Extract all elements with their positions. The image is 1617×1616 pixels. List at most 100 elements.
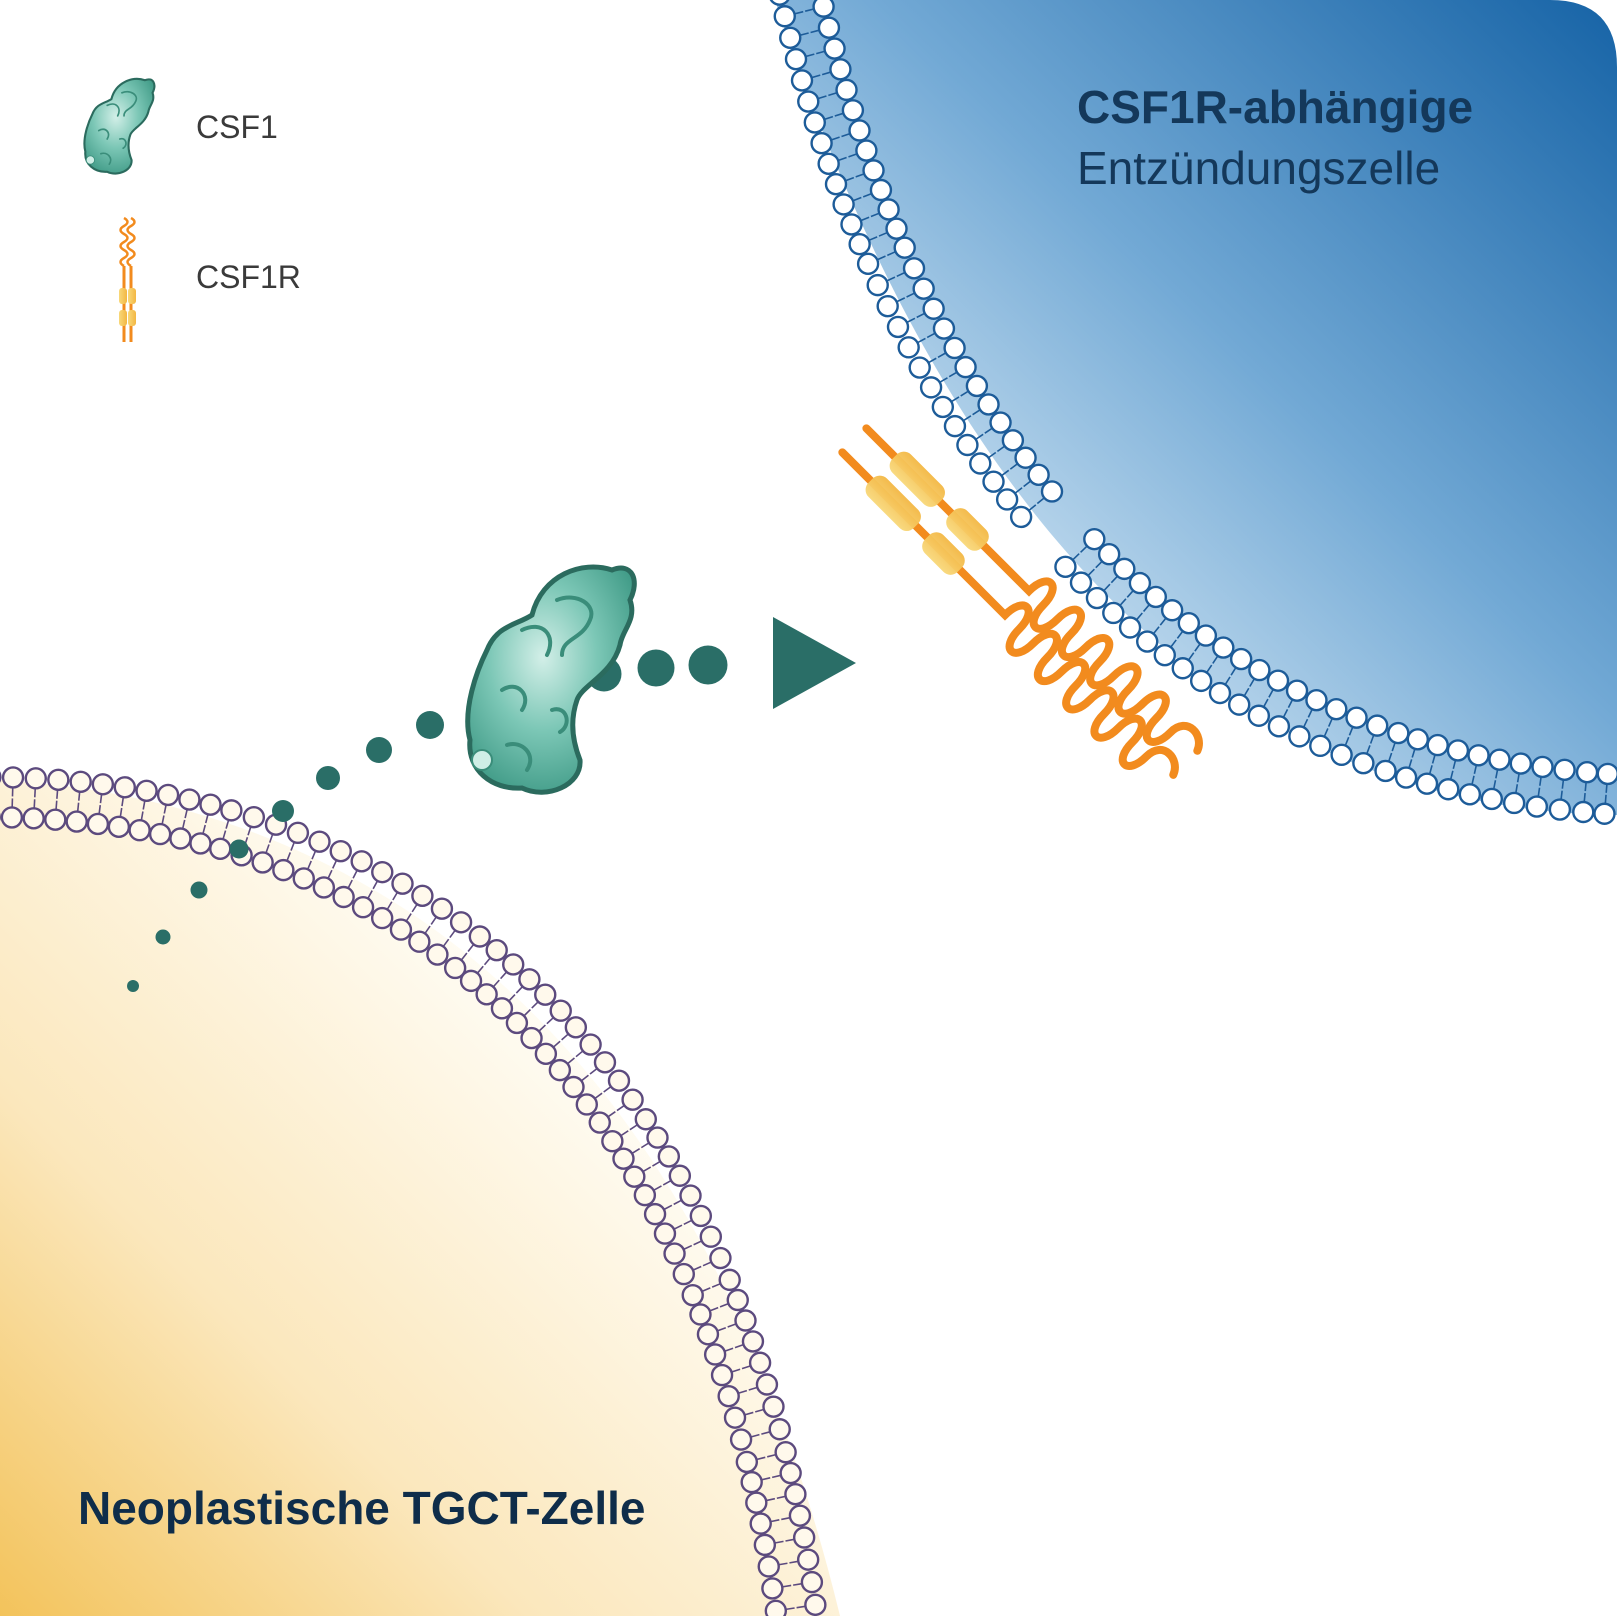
lipid-tail <box>975 433 984 441</box>
lipid-tail <box>225 819 230 829</box>
secretion-dot <box>155 929 171 945</box>
receptor-segment <box>889 451 945 507</box>
lipid-head <box>1548 798 1572 821</box>
lipid-tail <box>950 396 960 403</box>
lipid-tail <box>817 95 827 100</box>
lipid-tail <box>467 943 475 952</box>
lipid-tail <box>841 132 851 138</box>
lipid-tail <box>523 1008 531 1017</box>
lipid-tail <box>778 1562 788 1566</box>
lipid-head <box>1596 762 1617 786</box>
lipid-head <box>729 1428 753 1451</box>
csf1r-receptor-icon <box>119 216 136 342</box>
inflammatory-cell-body <box>775 0 1617 815</box>
lipid-head <box>459 969 483 993</box>
lipid-head <box>764 1599 788 1616</box>
lipid-head <box>835 78 858 102</box>
lipid-tail <box>750 1433 760 1438</box>
lipid-tail <box>860 216 870 222</box>
lipid-head <box>156 783 180 807</box>
lipid-head <box>549 999 572 1022</box>
lipid-head <box>1387 721 1410 745</box>
lipid-tail <box>642 1166 652 1173</box>
lipid-head <box>956 433 979 457</box>
lipid-tail <box>702 1261 712 1267</box>
lipid-tail <box>142 800 146 810</box>
lipid-tail <box>673 1199 683 1206</box>
legend-label-csf1r: CSF1R <box>196 259 301 295</box>
lipid-head <box>292 867 315 890</box>
lipid-tail <box>1159 617 1167 626</box>
lipid-head <box>1144 585 1168 609</box>
lipid-head <box>426 943 449 966</box>
inflammatory-cell <box>769 0 1617 825</box>
lipid-tail <box>140 811 144 821</box>
tumor-cell <box>0 766 840 1616</box>
lipid-tail <box>719 1302 729 1308</box>
lipid-tail <box>347 879 353 889</box>
lipid-head <box>449 911 473 934</box>
lipid-head <box>800 1570 824 1594</box>
lipid-tail <box>937 352 947 358</box>
lipid-head <box>135 779 158 803</box>
lipid-head <box>1040 480 1064 503</box>
lipid-tail <box>776 1495 786 1500</box>
lipid-head <box>286 821 310 845</box>
lipid-head <box>1572 800 1595 824</box>
lipid-head <box>912 277 935 300</box>
receptor-segment <box>946 508 989 551</box>
lipid-tail <box>405 913 412 922</box>
lipid-head <box>643 1202 667 1226</box>
lipid-head <box>932 317 956 340</box>
lipid-head <box>612 1147 635 1170</box>
lipid-tail <box>1262 698 1269 708</box>
lipid-tail <box>1387 752 1393 762</box>
lipid-tail <box>804 8 815 12</box>
lipid-tail <box>1391 742 1396 752</box>
lipid-head <box>773 5 796 28</box>
lipid-tail <box>531 1001 539 1009</box>
lipid-head <box>832 193 855 216</box>
lipid-tail <box>810 29 820 34</box>
lipid-head <box>699 1225 723 1248</box>
lipid-tail <box>1449 770 1454 780</box>
lipid-head <box>748 1351 772 1374</box>
lipid-tail <box>1009 463 1019 470</box>
lipid-tail <box>741 1365 751 1370</box>
lipid-head <box>1247 704 1271 727</box>
lipid-tail <box>1176 630 1184 639</box>
lipid-head <box>657 1145 681 1168</box>
lipid-tail <box>834 112 844 117</box>
receptor-strand <box>918 480 1203 755</box>
lipid-tail <box>781 1516 791 1521</box>
lipid-tail <box>1307 708 1313 718</box>
lipid-head <box>1085 586 1109 610</box>
lipid-head <box>1212 636 1235 659</box>
lipid-tail <box>744 1411 754 1416</box>
lipid-tail <box>442 938 450 947</box>
lipid-head <box>91 773 115 796</box>
lipid-tail <box>1001 469 1010 477</box>
lipid-head <box>866 273 889 297</box>
lipid-head <box>1394 766 1418 789</box>
lipid-tail <box>1036 497 1045 505</box>
lipid-head <box>753 1533 777 1557</box>
lipid-tail <box>1206 664 1213 674</box>
lipid-head <box>877 198 900 221</box>
lipid-head <box>1374 759 1397 783</box>
lipid-tail <box>1087 568 1095 577</box>
lipid-head <box>633 1183 657 1207</box>
lipid-head <box>817 152 840 175</box>
lipid-head <box>199 793 222 816</box>
lipid-head <box>332 885 355 909</box>
lipid-head <box>128 819 151 842</box>
lipid-tail <box>765 1497 776 1502</box>
lipid-tail <box>928 357 937 364</box>
lipid-head <box>107 815 131 839</box>
lipid-head <box>1426 733 1449 757</box>
receptor-segment <box>922 532 965 575</box>
lipid-head <box>22 807 45 830</box>
lipid-head <box>663 1242 686 1265</box>
lipid-tail <box>311 850 317 860</box>
lipid-tail <box>508 993 516 1002</box>
